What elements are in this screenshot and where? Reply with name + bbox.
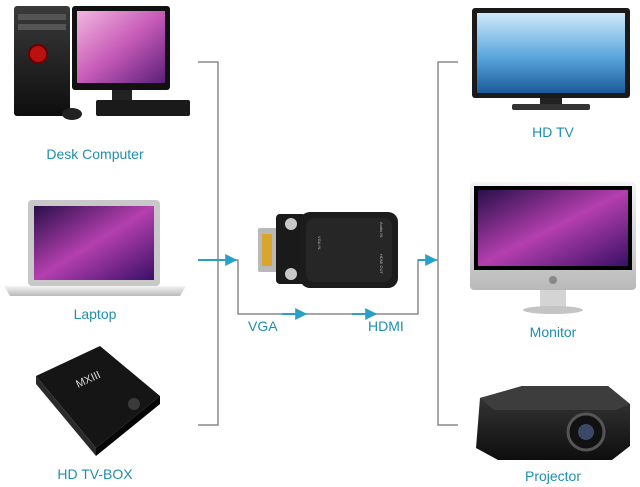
output-label-monitor: Monitor [529,324,577,340]
hdmi-label: HDMI [368,318,404,334]
output-label-hd-tv: HD TV [532,124,574,140]
adapter-device-icon [258,212,398,288]
hd-tv-icon [472,8,630,110]
projector-icon [476,386,630,460]
adapter-audio-in-text: Audio IN [379,222,384,237]
connection-arrows [198,254,438,320]
source-label-tv-box: HD TV-BOX [57,466,133,482]
output-label-projector: Projector [524,468,582,484]
source-label-desk-computer: Desk Computer [46,146,144,162]
adapter-hdmi-out-text: HDMI OUT [379,254,384,274]
left-bracket [198,61,219,426]
adapter-vga-in-text: VGA IN [317,236,322,249]
tv-box-icon [36,346,160,456]
right-bracket [437,61,458,426]
laptop-icon [4,200,186,296]
monitor-icon [470,182,636,314]
desktop-computer-icon [14,6,190,120]
vga-label: VGA [248,318,278,334]
source-label-laptop: Laptop [73,306,117,322]
